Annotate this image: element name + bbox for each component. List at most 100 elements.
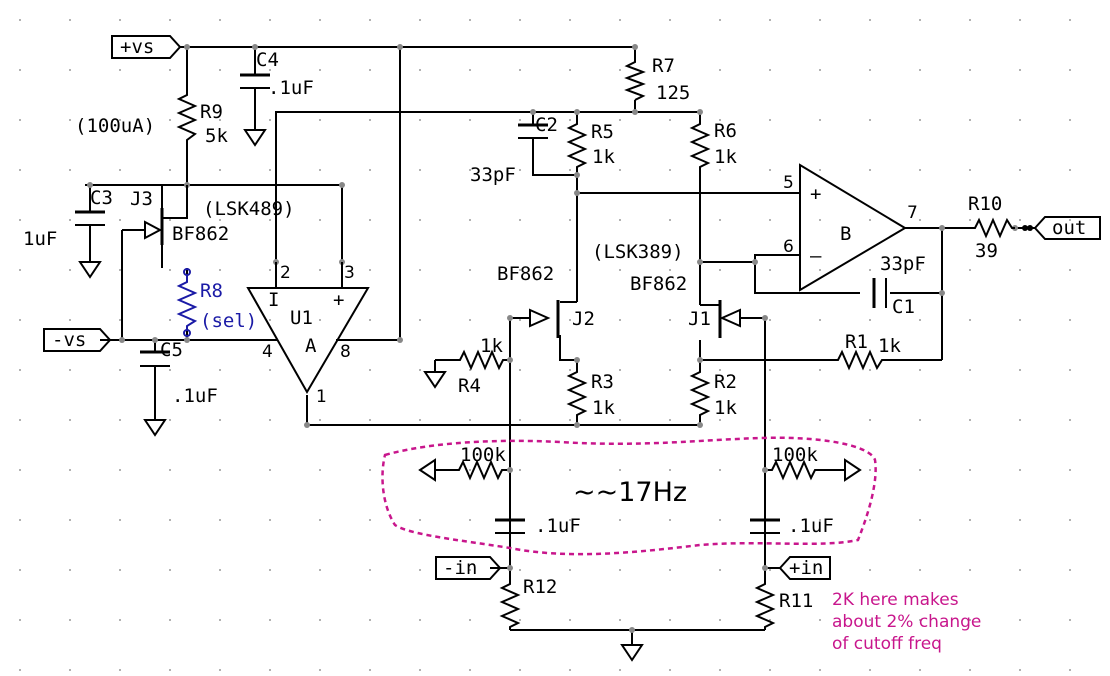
- grid-dot: [369, 669, 371, 671]
- grid-dot: [269, 219, 271, 221]
- grid-dot: [119, 69, 121, 71]
- grid-dot: [219, 269, 221, 271]
- grid-dot: [769, 319, 771, 321]
- resistor-r12: R12: [499, 576, 557, 630]
- grid-dot: [969, 319, 971, 321]
- grid-dot: [269, 369, 271, 371]
- grid-dot: [219, 369, 221, 371]
- port-out-label: out: [1052, 217, 1086, 239]
- grid-dot: [519, 269, 521, 271]
- grid-dot: [1019, 369, 1021, 371]
- junctions: [87, 44, 1033, 633]
- c1-value: 33pF: [880, 253, 926, 275]
- grid-dot: [869, 319, 871, 321]
- resistor-r11: R11: [754, 580, 813, 630]
- grid-dot: [569, 269, 571, 271]
- grid-dot: [19, 619, 21, 621]
- grid-dot: [869, 569, 871, 571]
- grid-dot: [319, 669, 321, 671]
- c4-ref: C4: [256, 49, 279, 71]
- r9-note: (100uA): [75, 115, 155, 137]
- grid-dot: [19, 369, 21, 371]
- grid-dot: [319, 19, 321, 21]
- j1-package: (LSK389): [592, 241, 684, 263]
- r9-ref: R9: [200, 101, 223, 123]
- capacitor-hp-left: .1uF: [495, 515, 581, 537]
- u1-pin2: 2: [280, 263, 291, 283]
- grid-dot: [719, 19, 721, 21]
- grid-dot: [619, 469, 621, 471]
- grid-dot: [219, 319, 221, 321]
- u1-pin4: 4: [262, 342, 273, 362]
- grid-dot: [1069, 269, 1071, 271]
- grid-dot: [519, 619, 521, 621]
- grid-dot: [369, 169, 371, 171]
- grid-dot: [719, 569, 721, 571]
- grid-dot: [1019, 619, 1021, 621]
- grid-dot: [19, 669, 21, 671]
- r7-value: 125: [656, 82, 690, 104]
- grid-dot: [669, 569, 671, 571]
- r4-ref: R4: [458, 375, 481, 397]
- grid-dot: [319, 519, 321, 521]
- grid-dot: [119, 619, 121, 621]
- grid-dot: [469, 69, 471, 71]
- grid-dot: [669, 219, 671, 221]
- grid-dot: [469, 319, 471, 321]
- grid-dot: [169, 119, 171, 121]
- resistor-r5: R5 1k: [566, 120, 615, 170]
- grid-dot: [869, 519, 871, 521]
- j2-ref: J2: [572, 308, 595, 330]
- grid-dot: [19, 169, 21, 171]
- grid-dot: [819, 269, 821, 271]
- grid-dot: [869, 619, 871, 621]
- grid-dot: [969, 469, 971, 471]
- grid-dot: [619, 319, 621, 321]
- c2-ref: C2: [535, 114, 558, 136]
- grid-dot: [69, 169, 71, 171]
- port-in-pos-label: +in: [789, 557, 823, 579]
- grid-dot: [519, 669, 521, 671]
- port-out: out: [1033, 216, 1101, 240]
- grid-dot: [269, 569, 271, 571]
- grid-dot: [169, 369, 171, 371]
- r2-value: 1k: [714, 397, 737, 419]
- grid-dot: [219, 19, 221, 21]
- grid-dot: [869, 419, 871, 421]
- grid-dot: [619, 119, 621, 121]
- grid-dot: [519, 369, 521, 371]
- grid-dot: [419, 419, 421, 421]
- grid-dot: [519, 69, 521, 71]
- grid-dot: [169, 669, 171, 671]
- grid-dot: [269, 319, 271, 321]
- u1-unit: A: [305, 335, 317, 357]
- grid-dot: [969, 569, 971, 571]
- ub-plus: +: [810, 183, 821, 205]
- c1-ref: C1: [892, 296, 915, 318]
- grid-dot: [619, 619, 621, 621]
- opamp-b: 5 6 7 + – B: [783, 163, 918, 292]
- grid-dot: [1019, 19, 1021, 21]
- r6-ref: R6: [714, 120, 737, 142]
- r5-value: 1k: [592, 146, 615, 168]
- port-vs-pos: +vs: [111, 35, 182, 59]
- capacitor-c3: C3 1uF: [23, 187, 113, 250]
- grid-dot: [319, 119, 321, 121]
- grid-dot: [1019, 169, 1021, 171]
- grid-dot: [119, 519, 121, 521]
- grid-dot: [19, 269, 21, 271]
- port-vs-neg: -vs: [43, 328, 112, 352]
- grid-dot: [1019, 319, 1021, 321]
- grid-dot: [169, 619, 171, 621]
- grid-dot: [519, 219, 521, 221]
- r12-ref: R12: [523, 576, 557, 598]
- grid-dot: [1069, 419, 1071, 421]
- r8-ref: R8: [200, 280, 223, 302]
- note-line-3: of cutoff freq: [832, 634, 942, 654]
- grid-dot: [619, 519, 621, 521]
- r5-ref: R5: [591, 121, 614, 143]
- grid-dot: [1019, 119, 1021, 121]
- ground-icon: [78, 129, 862, 662]
- grid-dot: [219, 619, 221, 621]
